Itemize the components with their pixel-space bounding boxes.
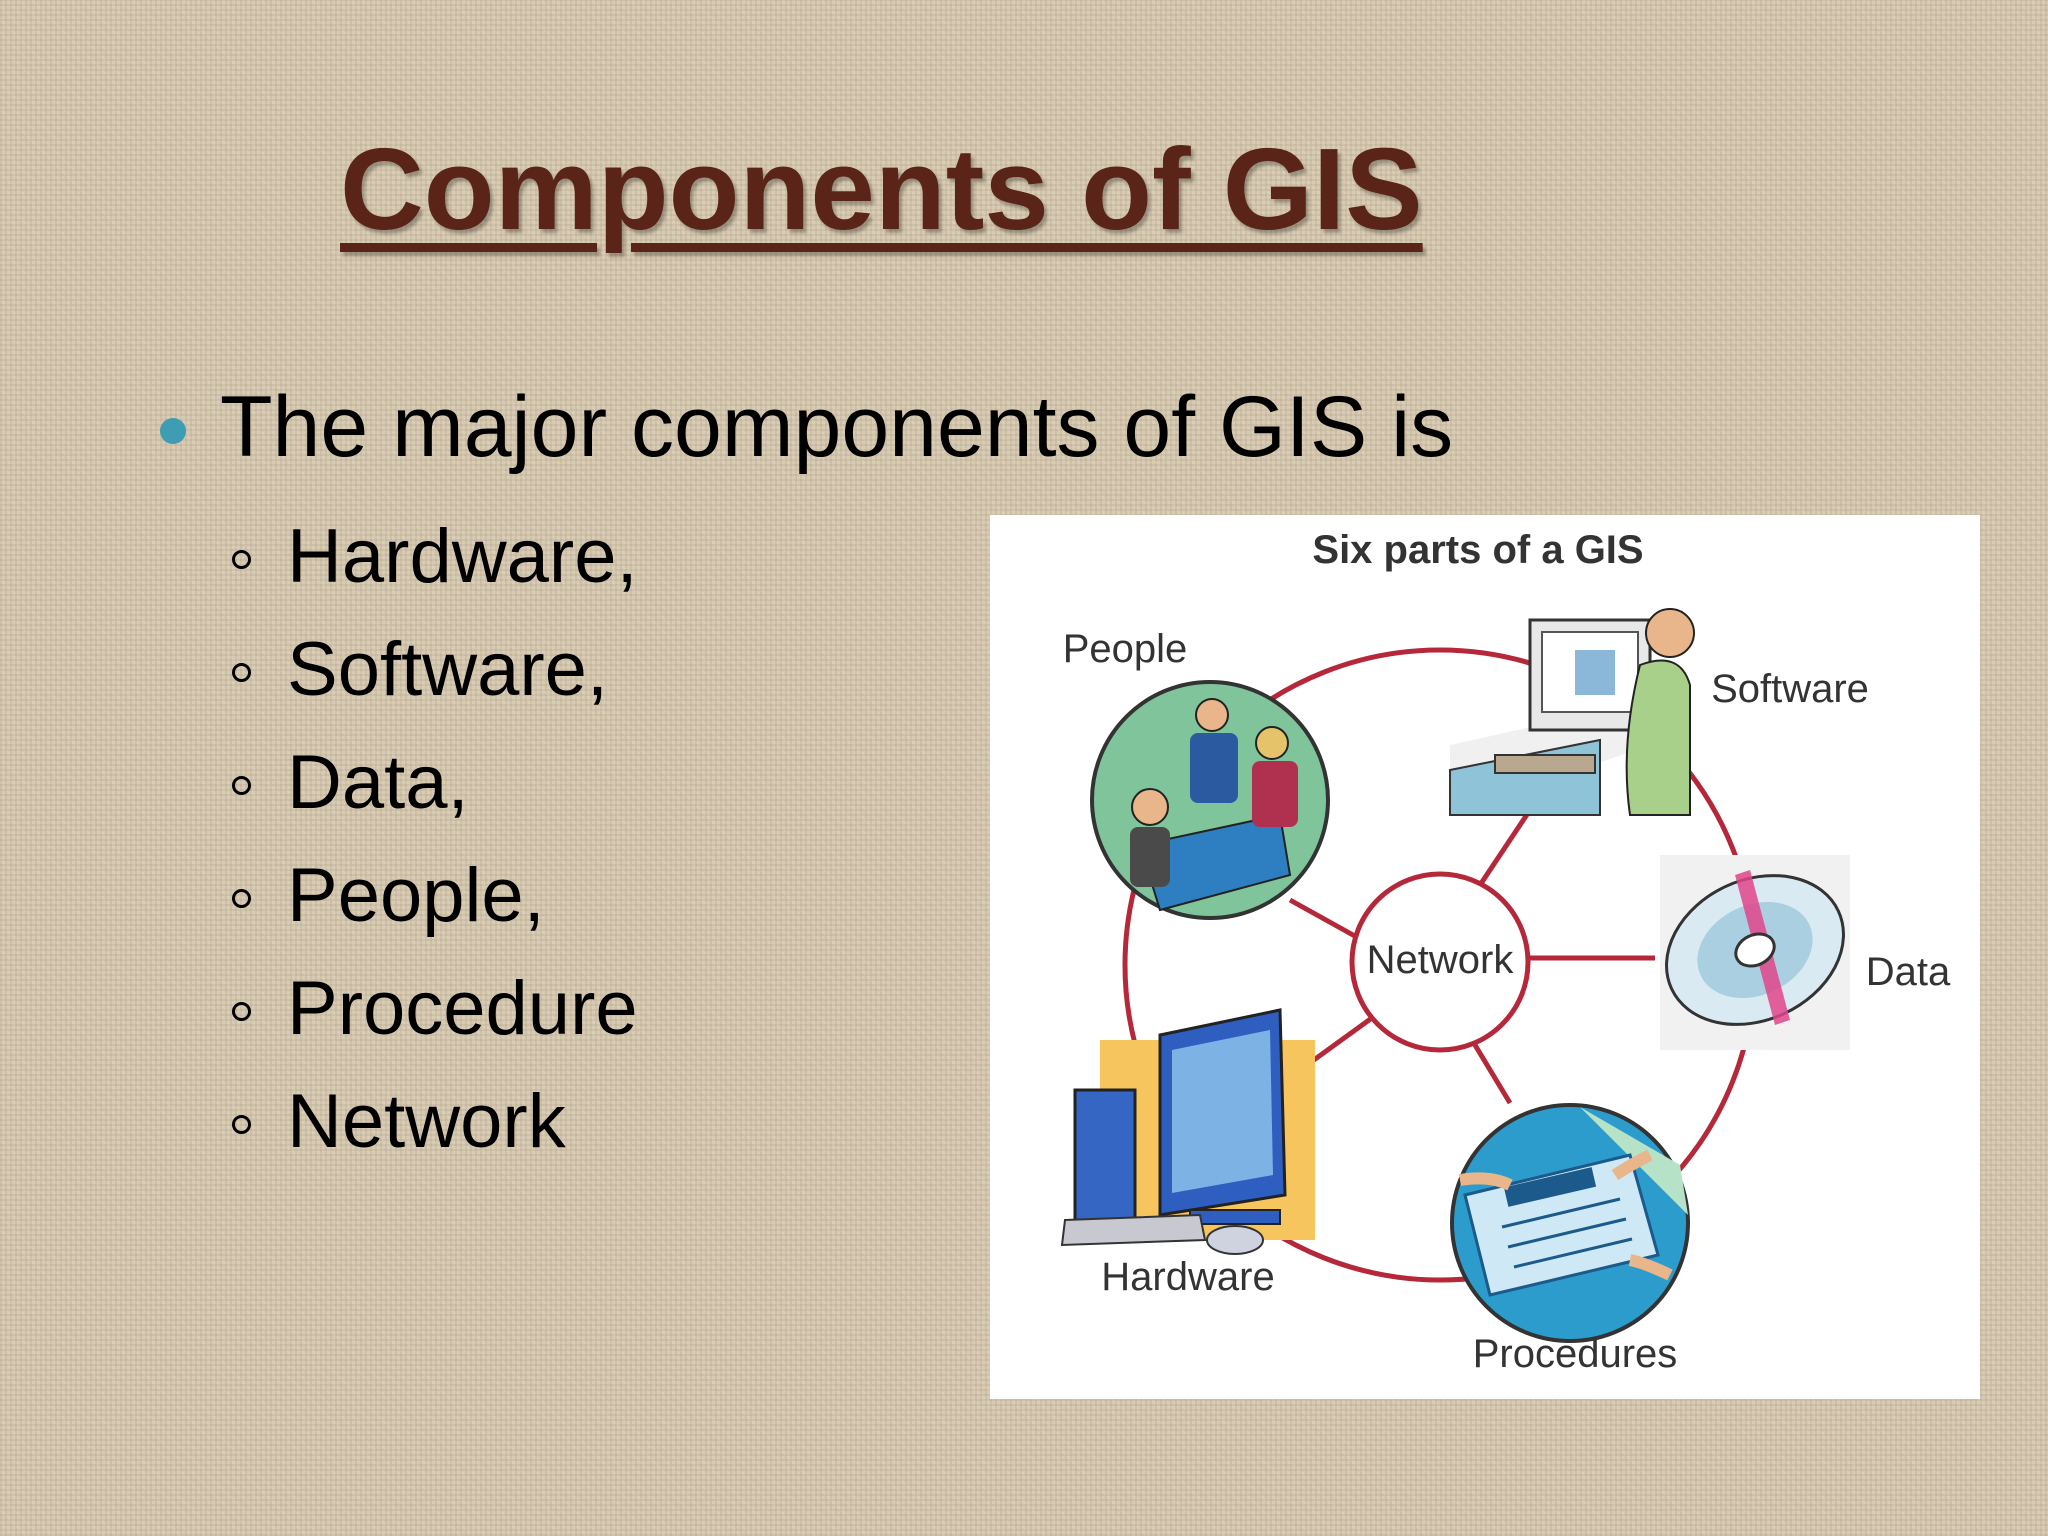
label-data: Data xyxy=(1866,950,1951,994)
list-item-text: Hardware, xyxy=(287,514,638,599)
list-item: Network xyxy=(232,1065,638,1178)
list-item-text: Procedure xyxy=(287,966,638,1051)
component-list: Hardware, Software, Data, People, Proced… xyxy=(232,500,638,1178)
figure-title: Six parts of a GIS xyxy=(1312,528,1643,572)
data-icon xyxy=(1660,855,1850,1050)
slide-title: Components of GIS xyxy=(340,124,1423,254)
list-item-text: Network xyxy=(287,1079,566,1164)
list-item: Software, xyxy=(232,613,638,726)
label-network: Network xyxy=(1367,938,1515,982)
list-item-text: Data, xyxy=(287,740,469,825)
gis-diagram: Network Six parts of a GIS People Soft xyxy=(990,515,1980,1399)
circle-bullet-icon xyxy=(232,1002,251,1021)
label-hardware: Hardware xyxy=(1101,1255,1274,1299)
network-hub xyxy=(1349,871,1531,1053)
list-item: Procedure xyxy=(232,952,638,1065)
circle-bullet-icon xyxy=(232,663,251,682)
list-item: Data, xyxy=(232,726,638,839)
circle-bullet-icon xyxy=(232,1115,251,1134)
label-people: People xyxy=(1063,627,1188,671)
bullet-dot-icon xyxy=(160,417,186,444)
list-item: People, xyxy=(232,839,638,952)
circle-bullet-icon xyxy=(232,550,251,569)
main-bullet: The major components of GIS is xyxy=(160,378,1453,477)
procedures-icon xyxy=(1450,1103,1690,1343)
list-item-text: People, xyxy=(287,853,545,938)
software-icon xyxy=(1449,608,1695,816)
hardware-icon xyxy=(1060,1008,1315,1255)
people-icon xyxy=(1090,680,1330,920)
main-bullet-text: The major components of GIS is xyxy=(220,379,1454,475)
gis-diagram-svg: Network Six parts of a GIS People Soft xyxy=(1060,528,1951,1376)
list-item-text: Software, xyxy=(287,627,609,712)
list-item: Hardware, xyxy=(232,500,638,613)
circle-bullet-icon xyxy=(232,776,251,795)
label-procedures: Procedures xyxy=(1473,1332,1678,1376)
label-software: Software xyxy=(1711,667,1869,711)
circle-bullet-icon xyxy=(232,889,251,908)
